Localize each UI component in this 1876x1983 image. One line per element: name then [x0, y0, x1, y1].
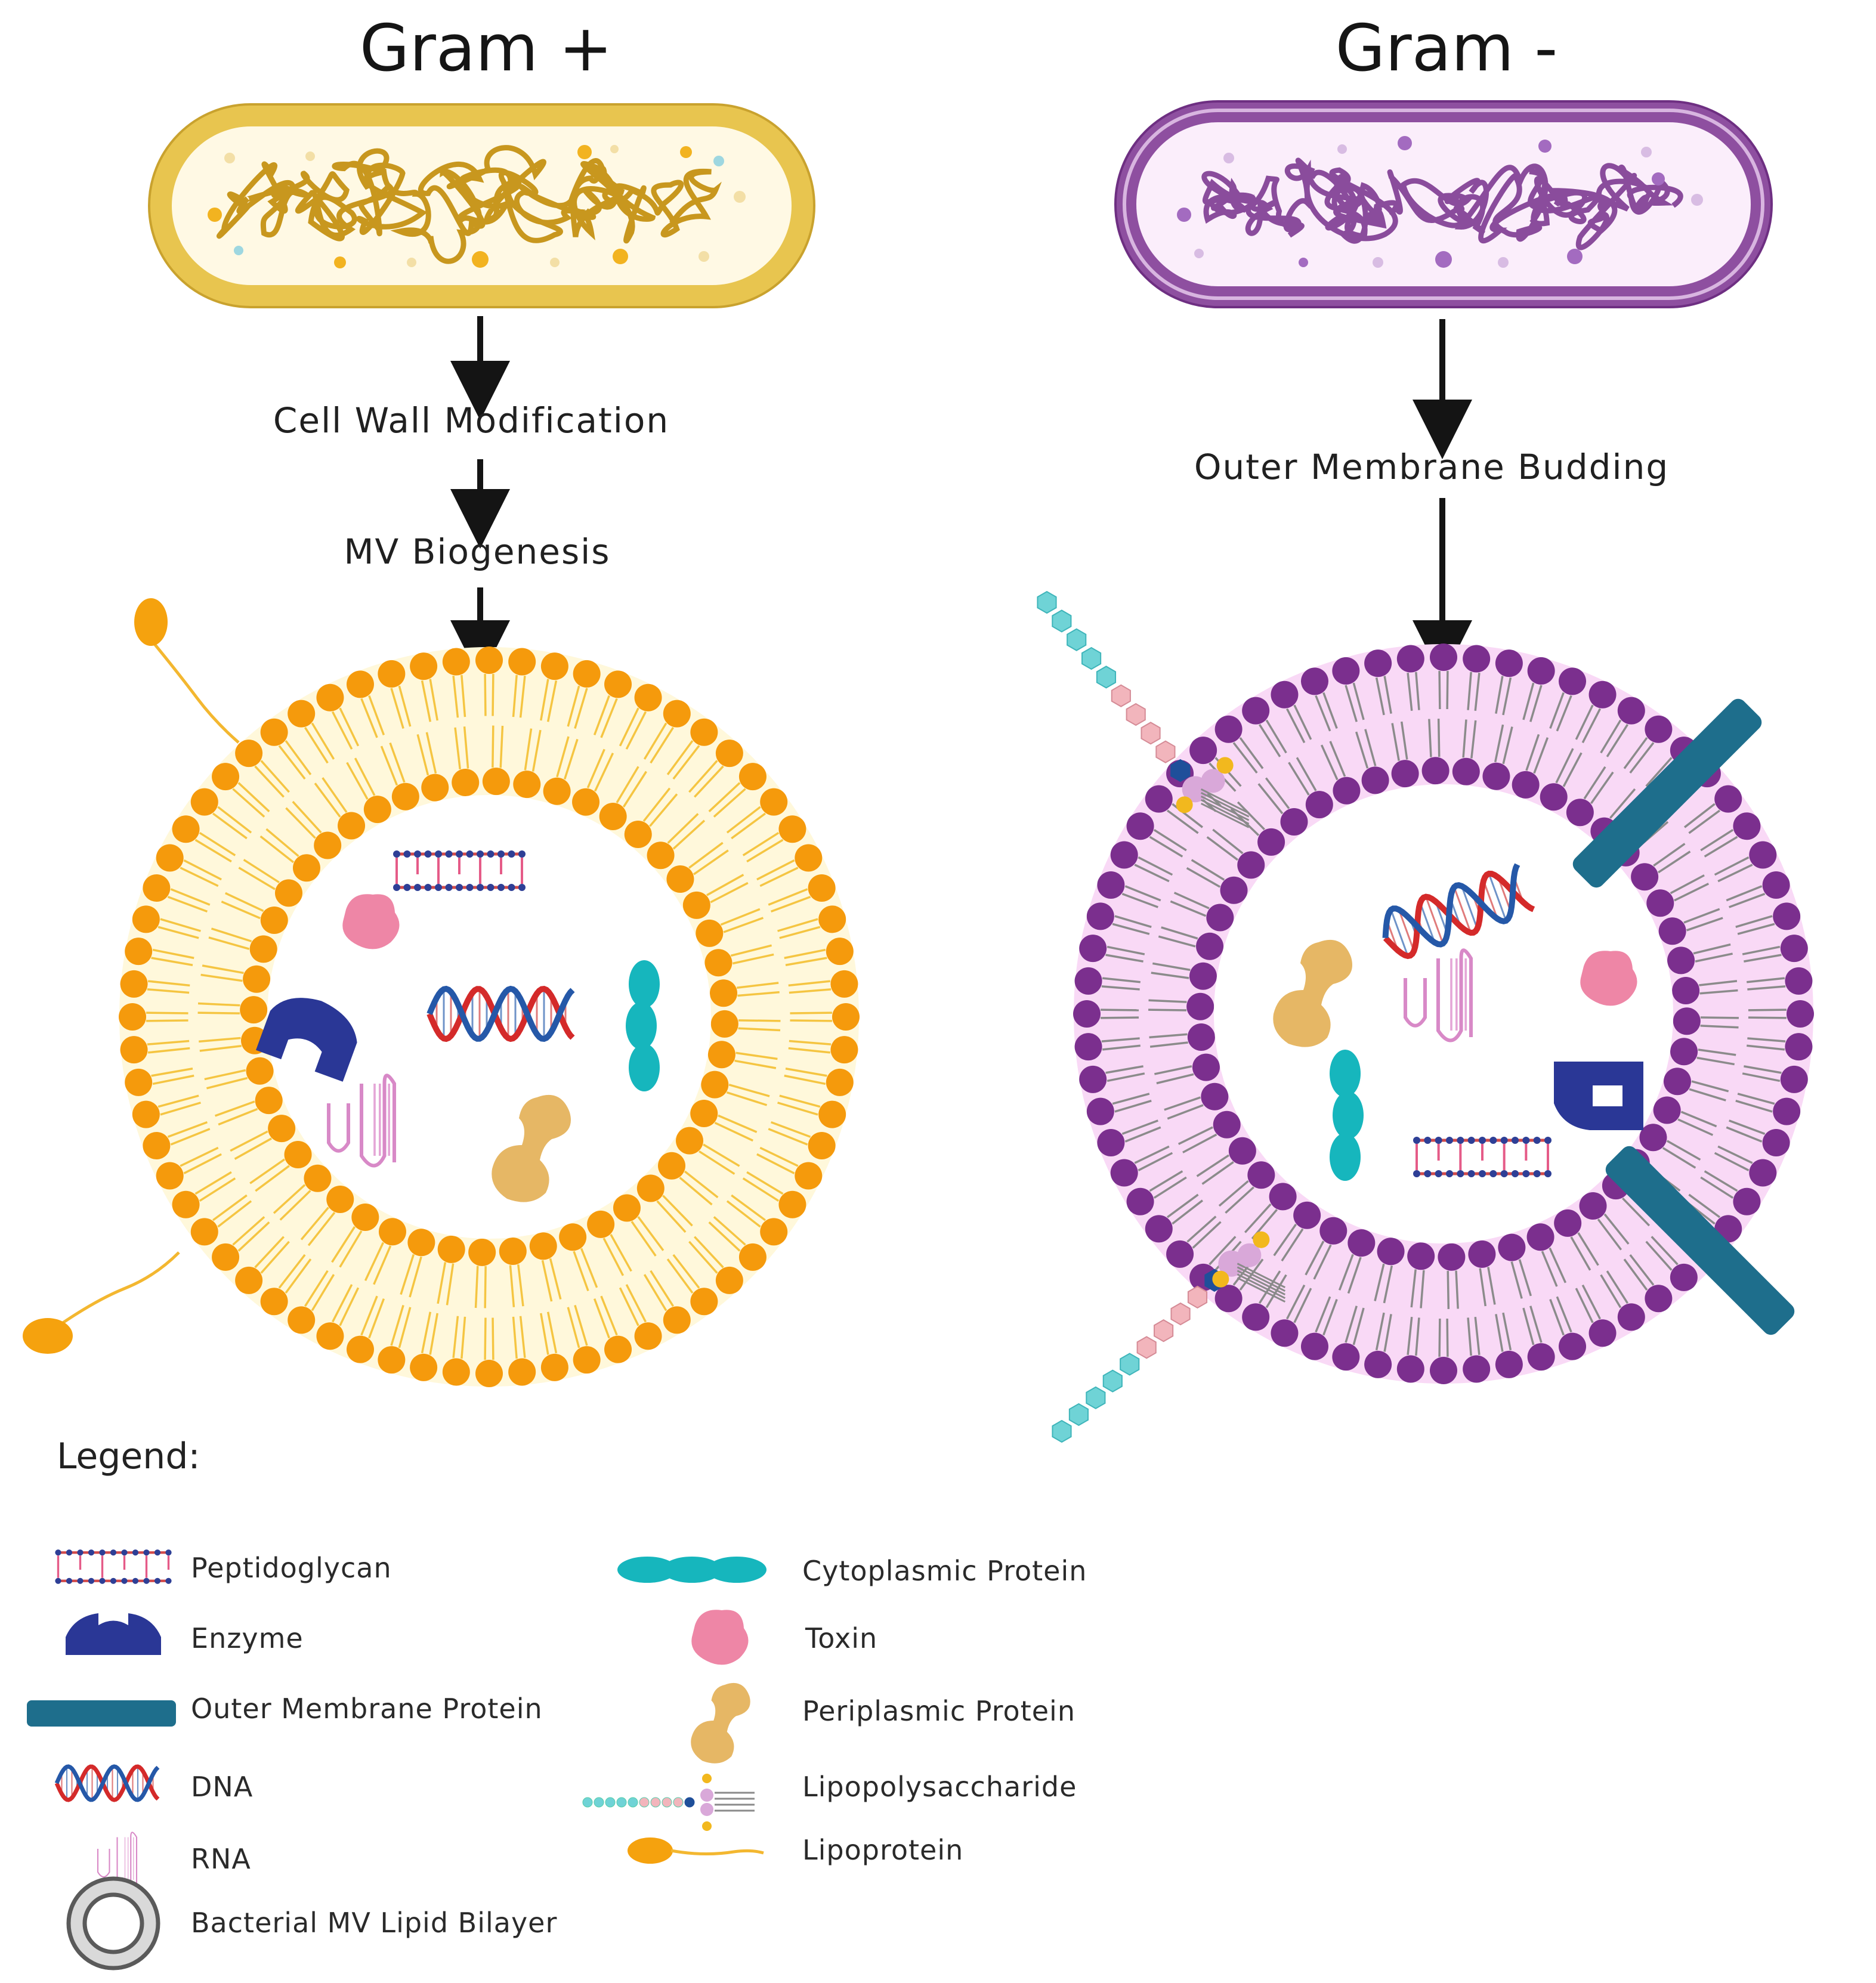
legend-lipoprotein-icon	[628, 1837, 764, 1864]
gram-positive-bacterium	[148, 103, 815, 308]
gram-negative-bacterium	[1114, 100, 1773, 308]
gn-dna	[1382, 863, 1535, 960]
gn-outer-membrane-protein-top	[1572, 698, 1762, 888]
gram-positive-lipid-heads	[119, 646, 860, 1387]
legend-lipid-bilayer-icon	[66, 1876, 160, 1970]
legend-label-lipopolysaccharide: Lipopolysaccharide	[802, 1771, 1077, 1803]
legend-label-peptidoglycan: Peptidoglycan	[191, 1552, 392, 1584]
step-outer-membrane-budding: Outer Membrane Budding	[1194, 447, 1669, 487]
gn-periplasmic-protein	[1273, 939, 1352, 1047]
gram-negative-granules	[1177, 136, 1703, 268]
legend-label-rna: RNA	[191, 1843, 251, 1875]
legend-lipopolysaccharide-icon	[582, 1774, 755, 1831]
gp-rna	[326, 1074, 397, 1168]
legend-label-periplasmic-protein: Periplasmic Protein	[802, 1695, 1075, 1727]
gram-negative-vesicle	[1037, 590, 1814, 1443]
gp-toxin	[342, 894, 400, 949]
gram-positive-lipid-tails	[146, 674, 832, 1360]
gram-positive-granules	[208, 145, 746, 268]
gn-outer-membrane-protein-bottom	[1605, 1146, 1795, 1335]
legend-periplasmic-protein-icon	[691, 1682, 750, 1764]
lipoprotein-top	[134, 598, 240, 744]
step-mv-biogenesis: MV Biogenesis	[344, 531, 610, 572]
legend-label-cytoplasmic-protein: Cytoplasmic Protein	[802, 1555, 1087, 1587]
legend-cytoplasmic-protein-icon	[617, 1557, 767, 1583]
legend-heading: Legend:	[57, 1436, 200, 1477]
step-cell-wall-modification: Cell Wall Modification	[273, 400, 669, 441]
lipoprotein-bottom	[23, 1251, 180, 1354]
legend-label-lipoprotein: Lipoprotein	[802, 1834, 963, 1866]
gp-peptidoglycan	[393, 850, 526, 891]
gram-negative-title: Gram -	[1336, 11, 1558, 86]
legend-label-lipid-bilayer: Bacterial MV Lipid Bilayer	[191, 1907, 557, 1939]
gp-periplasmic-protein	[492, 1094, 571, 1202]
gram-positive-vesicle	[23, 598, 860, 1387]
legend-outer-membrane-protein-icon	[27, 1700, 176, 1727]
gn-cytoplasmic-protein	[1330, 1050, 1364, 1181]
gn-toxin	[1580, 951, 1637, 1006]
gn-rna	[1403, 948, 1473, 1042]
gp-cytoplasmic-protein	[626, 960, 660, 1091]
gn-enzyme	[1554, 1062, 1643, 1130]
legend-toxin-icon	[691, 1610, 749, 1665]
gp-dna	[426, 985, 575, 1042]
legend-label-outer-membrane-protein: Outer Membrane Protein	[191, 1693, 543, 1725]
gn-peptidoglycan	[1413, 1137, 1552, 1177]
legend-peptidoglycan-icon	[55, 1549, 172, 1584]
legend-enzyme-icon	[66, 1613, 161, 1655]
legend-label-enzyme: Enzyme	[191, 1622, 304, 1654]
gram-negative-chromosome	[1201, 157, 1683, 250]
gram-positive-chromosome	[217, 145, 722, 264]
legend-label-dna: DNA	[191, 1771, 253, 1803]
gp-enzyme	[256, 998, 357, 1082]
gn-lipopolysaccharide-bottom	[1052, 1231, 1286, 1443]
legend-label-toxin: Toxin	[805, 1622, 877, 1654]
gn-lipopolysaccharide-top	[1037, 590, 1250, 828]
legend-dna-icon	[54, 1764, 160, 1802]
gram-positive-title: Gram +	[360, 11, 613, 86]
